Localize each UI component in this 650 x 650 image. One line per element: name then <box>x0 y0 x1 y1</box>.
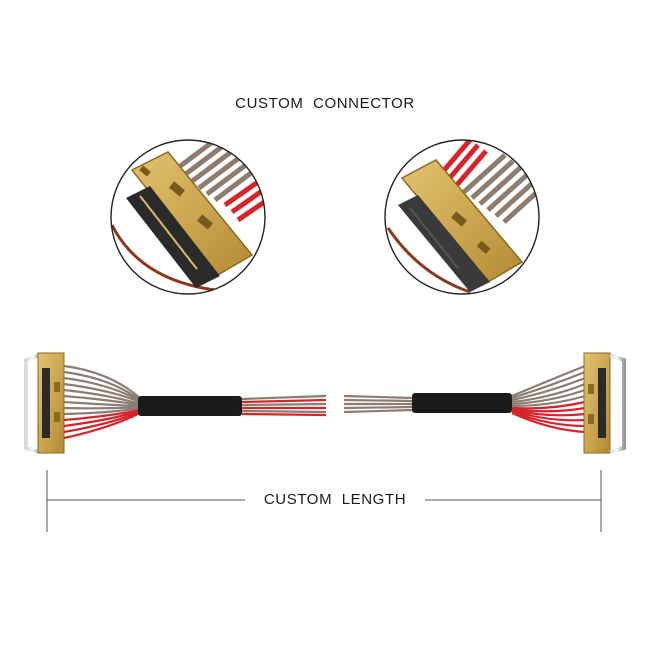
right-cable-assembly <box>343 352 626 454</box>
left-connector-closeup <box>110 139 266 295</box>
page-title: CUSTOM CONNECTOR <box>0 95 650 112</box>
custom-length-label: CUSTOM LENGTH <box>245 491 425 508</box>
title-text: CUSTOM CONNECTOR <box>235 95 415 112</box>
left-cable-assembly <box>24 352 327 454</box>
right-connector-closeup <box>384 139 540 295</box>
